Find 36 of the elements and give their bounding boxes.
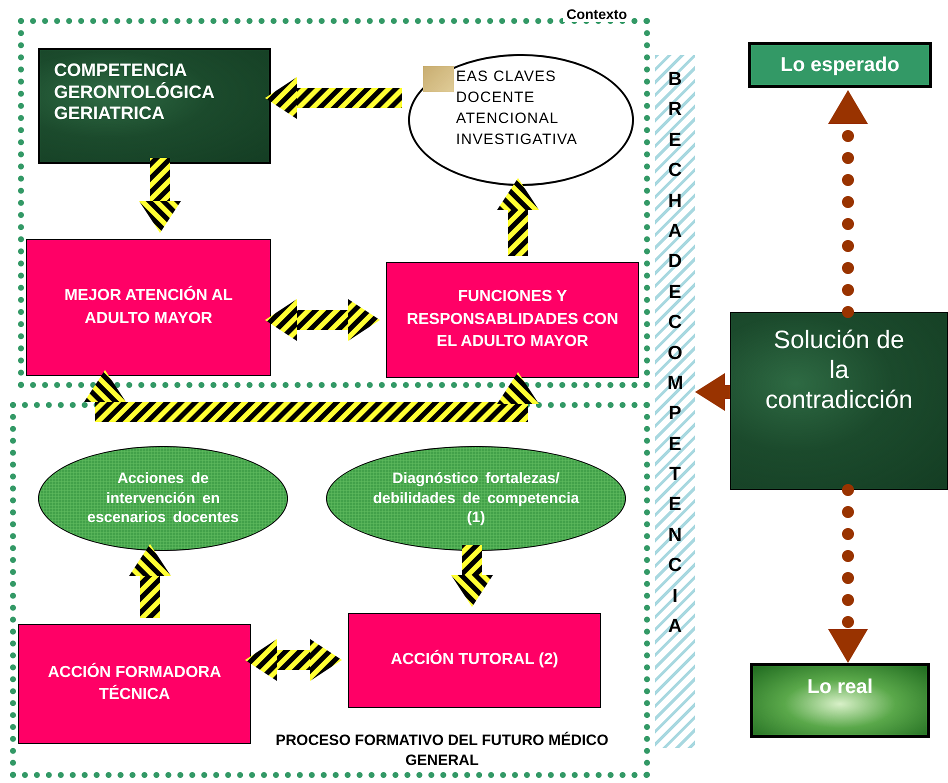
striped-arrow — [245, 639, 342, 681]
striped-arrow — [497, 178, 539, 256]
striped-arrow — [265, 299, 380, 341]
node-label: FUNCIONES Y RESPONSABLIDADES CON EL ADULTO MAYOR — [406, 287, 620, 352]
striped-arrow — [451, 545, 493, 607]
node-label: Lo esperado — [780, 54, 900, 76]
expected-box — [748, 42, 932, 88]
dotted-arrow — [828, 90, 868, 318]
node-label: ACCIÓN TUTORAL (2) — [390, 649, 558, 670]
real-box — [750, 663, 930, 738]
node-label: ACCIÓN FORMADORA TÉCNICA — [46, 662, 222, 705]
striped-arrow — [139, 158, 181, 233]
process-box — [26, 239, 271, 376]
node-label: COMPETENCIA GERONTOLÓGICA GERIATRICA — [54, 60, 216, 125]
node-label: Solución de la contradicción — [764, 325, 914, 415]
node-label: BRECHA DE COMPETENCIA — [667, 68, 683, 640]
process-box — [348, 613, 601, 708]
node-label: Acciones de intervención en escenarios docentes — [86, 469, 240, 528]
node-label: Diagnóstico fortalezas/ debilidades de competencia (1) — [372, 469, 580, 528]
node-label: PROCESO FORMATIVO DEL FUTURO MÉDICO GENERAL — [274, 731, 610, 770]
solution-box — [730, 312, 948, 490]
arrow — [695, 373, 730, 411]
node-label: INVESTIGATIVA — [456, 130, 579, 150]
process-box — [18, 624, 251, 744]
node-label: EAS CLAVES — [456, 67, 558, 87]
node-label: ATENCIONAL — [456, 109, 560, 129]
node-label: Lo real — [807, 676, 873, 700]
dotted-arrow — [828, 484, 868, 663]
gap-band — [655, 55, 695, 748]
striped-arrow — [265, 77, 402, 119]
node-label: MEJOR ATENCIÓN AL ADULTO MAYOR — [63, 285, 234, 328]
process-region — [10, 402, 650, 778]
process-box — [386, 262, 639, 378]
competence-box — [38, 48, 271, 164]
striped-arrow — [129, 544, 171, 618]
node-label: DOCENTE — [456, 88, 536, 108]
